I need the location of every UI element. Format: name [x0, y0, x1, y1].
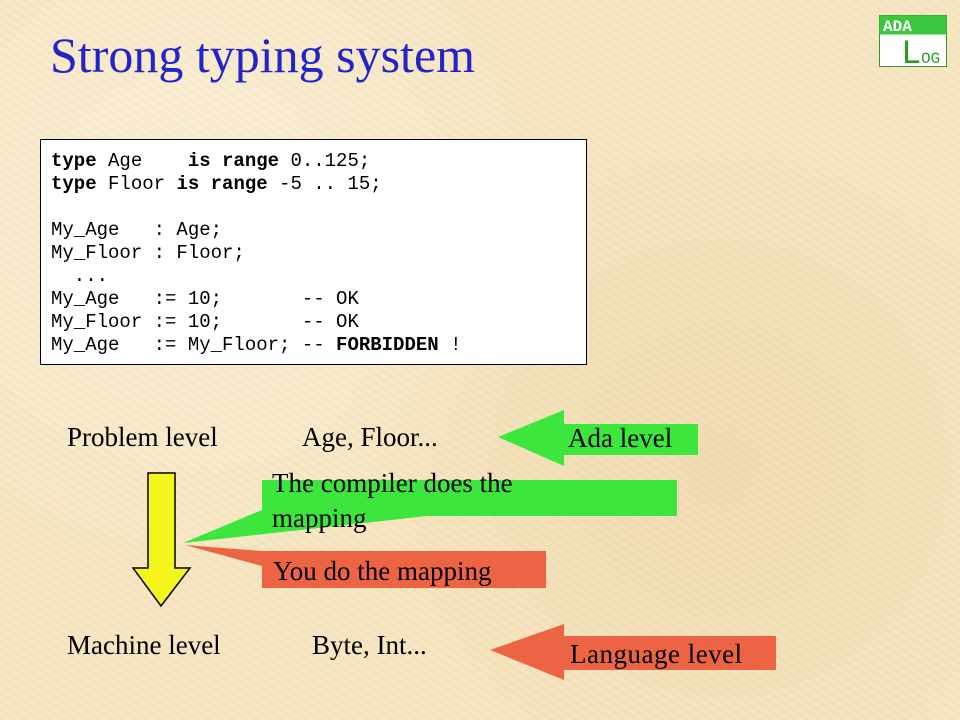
code-token: Floor: [96, 173, 177, 195]
logo-text-small: OG: [921, 50, 940, 67]
code-token: -5 .. 15;: [267, 173, 382, 195]
you-do-mapping-text: You do the mapping: [273, 556, 492, 586]
code-line: ...: [51, 265, 586, 288]
code-token: My_Age := My_Floor; --: [51, 334, 337, 356]
code-line: [51, 196, 586, 219]
slide-title: Strong typing system: [50, 27, 476, 83]
logo-text-top: ADA: [883, 18, 912, 36]
problem-level-label: Problem level: [67, 422, 218, 452]
byte-int-label: Byte, Int...: [312, 630, 427, 660]
code-token: is range: [187, 150, 280, 172]
code-token: My_Age : Age;: [51, 219, 223, 241]
code-line: My_Floor := 10; -- OK: [51, 311, 586, 334]
code-token: My_Floor : Floor;: [51, 242, 245, 264]
code-token: ...: [51, 265, 109, 287]
compiler-mapping-text-2: mapping: [272, 503, 367, 533]
code-line: My_Age : Age;: [51, 219, 586, 242]
ada-level-text: Ada level: [568, 423, 673, 453]
code-token: My_Age := 10; -- OK: [51, 288, 359, 310]
logo-text-big: L: [901, 36, 921, 67]
code-line: My_Age := 10; -- OK: [51, 288, 586, 311]
code-token: My_Floor := 10; -- OK: [51, 311, 359, 333]
age-floor-label: Age, Floor...: [302, 422, 438, 452]
machine-level-label: Machine level: [67, 630, 221, 660]
yellow-down-arrow: [131, 472, 192, 608]
code-token: type: [51, 150, 97, 172]
code-token: FORBIDDEN: [336, 334, 439, 356]
code-line: type Floor is range -5 .. 15;: [51, 173, 586, 196]
compiler-mapping-text-1: The compiler does the: [272, 468, 513, 498]
language-level-text: Language level: [570, 639, 743, 669]
code-line: type Age is range 0..125;: [51, 150, 586, 173]
code-token: Age: [96, 150, 188, 172]
code-listing: type Age is range 0..125;type Floor is r…: [40, 139, 587, 365]
code-token: is range: [176, 173, 268, 195]
adalog-logo: ADA L OG: [879, 15, 947, 67]
code-token: 0..125;: [279, 150, 371, 172]
code-line: My_Age := My_Floor; -- FORBIDDEN !: [51, 334, 586, 357]
code-line: My_Floor : Floor;: [51, 242, 586, 265]
code-token: type: [51, 173, 97, 195]
code-token: !: [438, 334, 462, 356]
